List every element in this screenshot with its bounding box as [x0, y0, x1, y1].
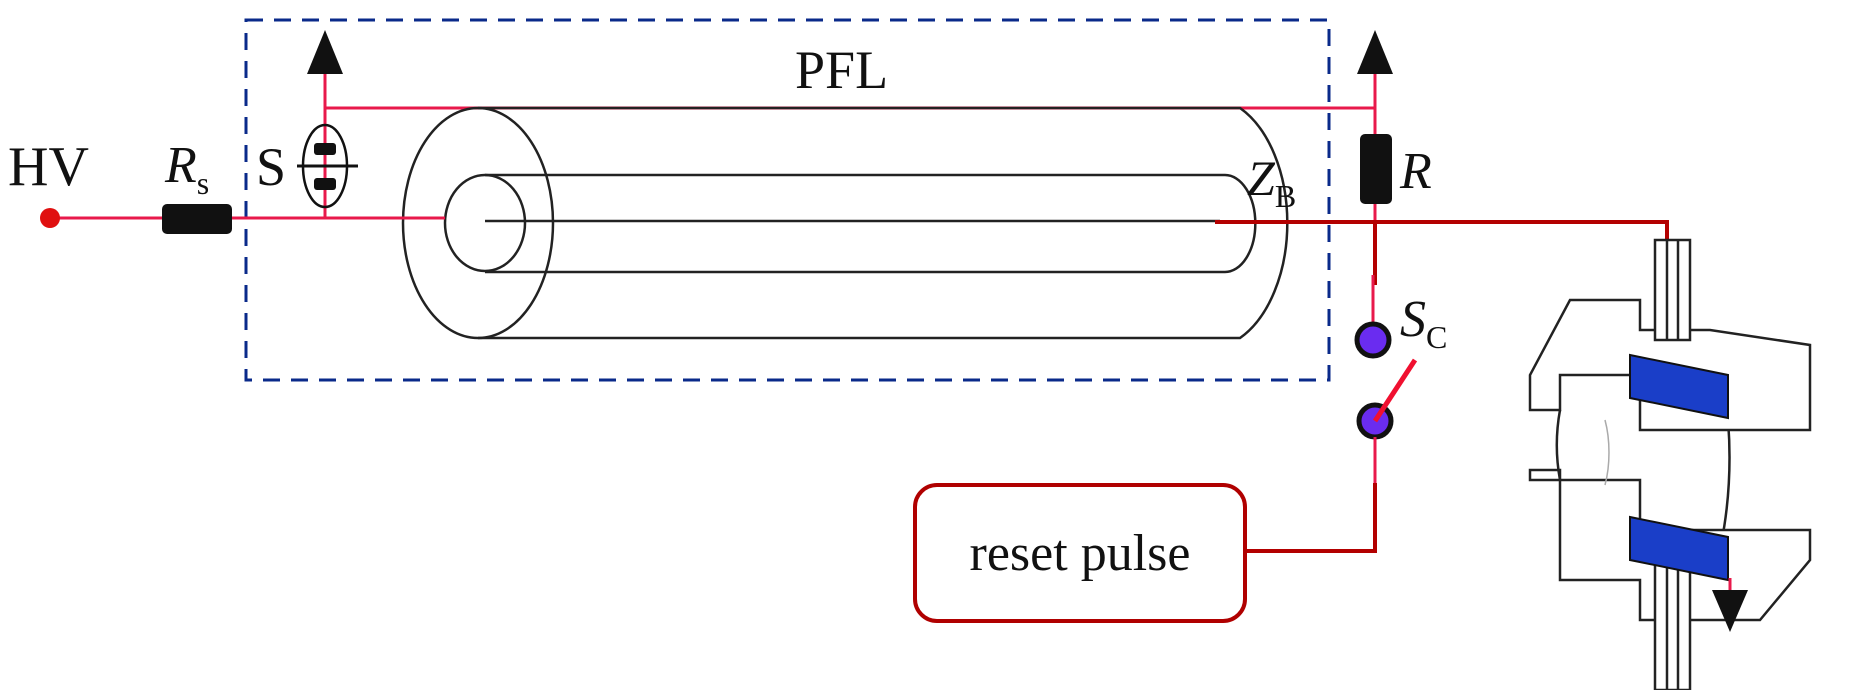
sc-label-main: S [1400, 291, 1426, 348]
ground-arrow-up-icon [307, 30, 343, 74]
sc-contact-top [1354, 321, 1392, 359]
reset-pulse-label: reset pulse [970, 525, 1191, 582]
zb-label-main: Z [1247, 150, 1276, 206]
pfl-enclosure-box [244, 18, 1331, 382]
magnet-lower [1629, 515, 1729, 582]
hv-label: HV [8, 136, 89, 198]
pfl-outer-end [401, 106, 555, 340]
output-wire [1215, 220, 1669, 290]
zb-label: ZB [1247, 150, 1296, 214]
hv-terminal-dot [40, 208, 60, 228]
ground-arrow-up-icon-right [1357, 30, 1393, 74]
load-bore-arc [1555, 409, 1562, 481]
pfl-coaxial-line [401, 106, 1289, 340]
load-bore-inner [1604, 419, 1610, 486]
reset-wire [1245, 483, 1377, 553]
zb-label-sub: B [1275, 178, 1296, 214]
rs-label-sub: s [197, 165, 209, 201]
load-device [1528, 238, 1812, 690]
load-upper-feedthrough [1653, 238, 1692, 342]
ground-arrow-down-icon [1712, 590, 1748, 632]
rs-label-main: R [164, 137, 197, 194]
pfl-label: PFL [795, 40, 888, 100]
pfl-outer-conductor [478, 106, 1289, 340]
pfl-inner-conductor [485, 173, 1257, 274]
load-lower-feedthrough [1653, 553, 1692, 690]
r-label: R [1399, 143, 1432, 200]
reset-pulse-box [913, 483, 1247, 623]
spark-gap-electrode-top [314, 143, 336, 155]
sc-label-sub: C [1426, 319, 1447, 355]
magnet-upper [1629, 353, 1729, 420]
rs-resistor [162, 204, 232, 234]
switch-s-label: S [256, 137, 286, 197]
pfl-inner-end [443, 173, 527, 273]
rs-label: Rs [164, 137, 209, 201]
spark-gap-electrode-bottom [314, 178, 336, 190]
sc-label: SC [1400, 291, 1447, 355]
r-resistor [1360, 134, 1392, 204]
sc-switch-blade [1372, 358, 1418, 423]
